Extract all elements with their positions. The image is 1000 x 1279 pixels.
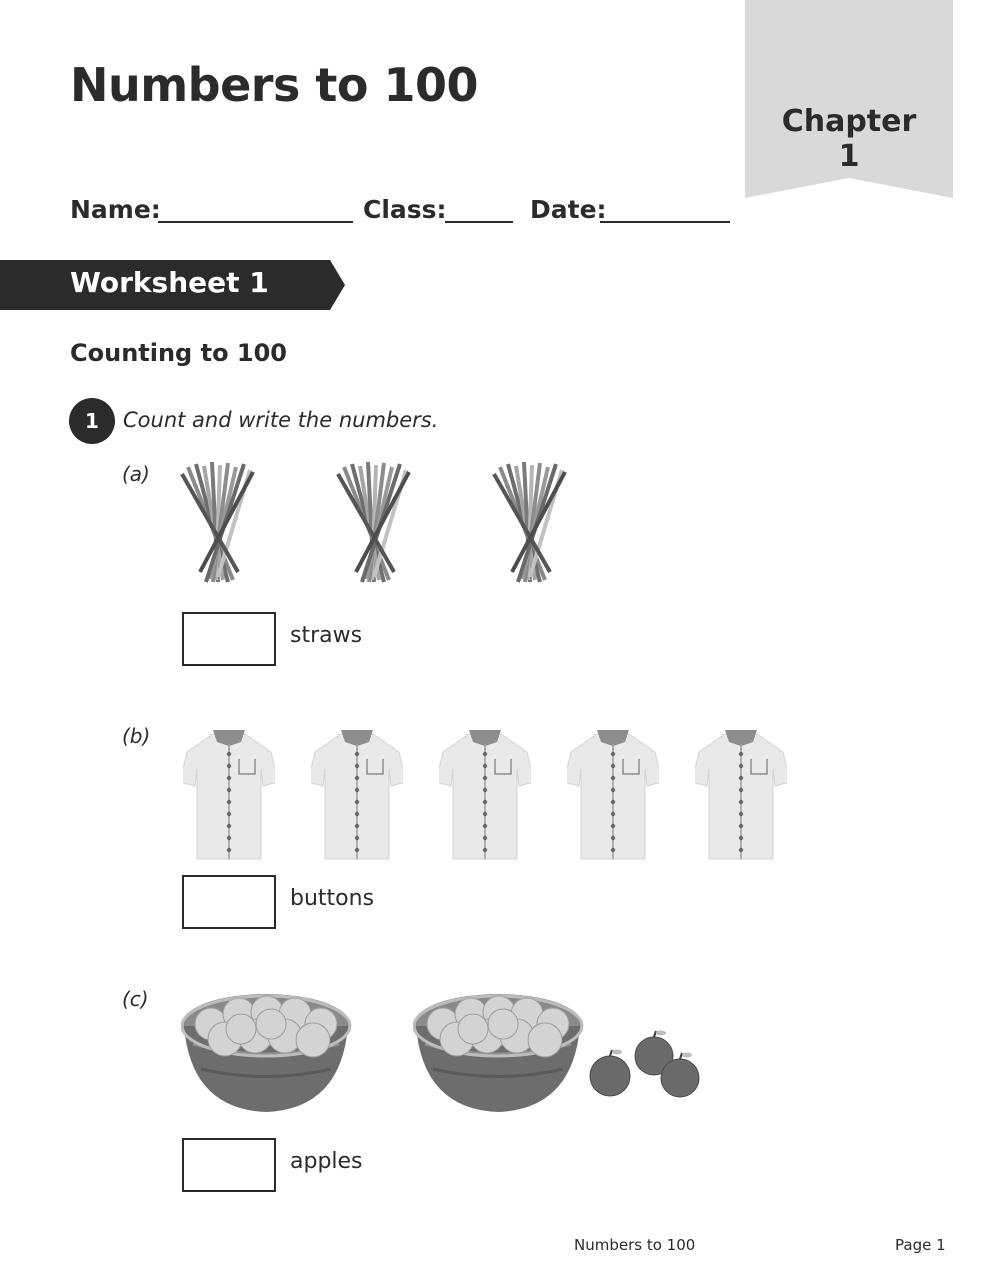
shirt-icon xyxy=(183,729,275,860)
straw-bundle-icon xyxy=(336,462,411,584)
answer-box-a[interactable] xyxy=(182,612,276,666)
unit-label-b: buttons xyxy=(290,886,375,911)
name-label: Name: xyxy=(70,195,161,224)
answer-box-c[interactable] xyxy=(182,1138,276,1192)
chapter-number: 1 xyxy=(838,139,860,174)
chapter-tab xyxy=(745,0,953,198)
unit-label-c: apples xyxy=(290,1149,363,1174)
loose-apples-icon xyxy=(589,1030,700,1098)
unit-label-a: straws xyxy=(290,623,363,648)
worksheet-banner xyxy=(0,260,345,310)
part-b-label: (b) xyxy=(122,724,151,748)
page-title: Numbers to 100 xyxy=(70,58,479,112)
question-instruction: Count and write the numbers. xyxy=(123,408,439,432)
name-field[interactable] xyxy=(158,221,353,223)
part-c-label: (c) xyxy=(122,987,149,1011)
shirt-icon xyxy=(567,729,659,860)
part-a-label: (a) xyxy=(122,462,150,486)
footer-chapter-title: Numbers to 100 xyxy=(574,1236,696,1254)
worksheet-label: Worksheet 1 xyxy=(70,266,269,299)
date-field[interactable] xyxy=(600,221,730,223)
date-label: Date: xyxy=(530,195,607,224)
question-number: 1 xyxy=(69,398,115,444)
section-title: Counting to 100 xyxy=(70,339,288,367)
shirt-icon xyxy=(439,729,531,860)
class-field[interactable] xyxy=(445,221,513,223)
shirt-icon xyxy=(311,729,403,860)
class-label: Class: xyxy=(363,195,447,224)
footer-page-number: Page 1 xyxy=(895,1236,946,1254)
answer-box-b[interactable] xyxy=(182,875,276,929)
chapter-label-block: Chapter 1 xyxy=(745,104,953,174)
straw-bundle-icon xyxy=(492,462,567,584)
shirt-icon xyxy=(695,729,787,860)
chapter-label: Chapter xyxy=(781,104,917,139)
straw-bundle-icon xyxy=(180,462,255,584)
apple-bowl-icon xyxy=(181,992,352,1114)
apple-bowl-icon xyxy=(413,992,584,1114)
